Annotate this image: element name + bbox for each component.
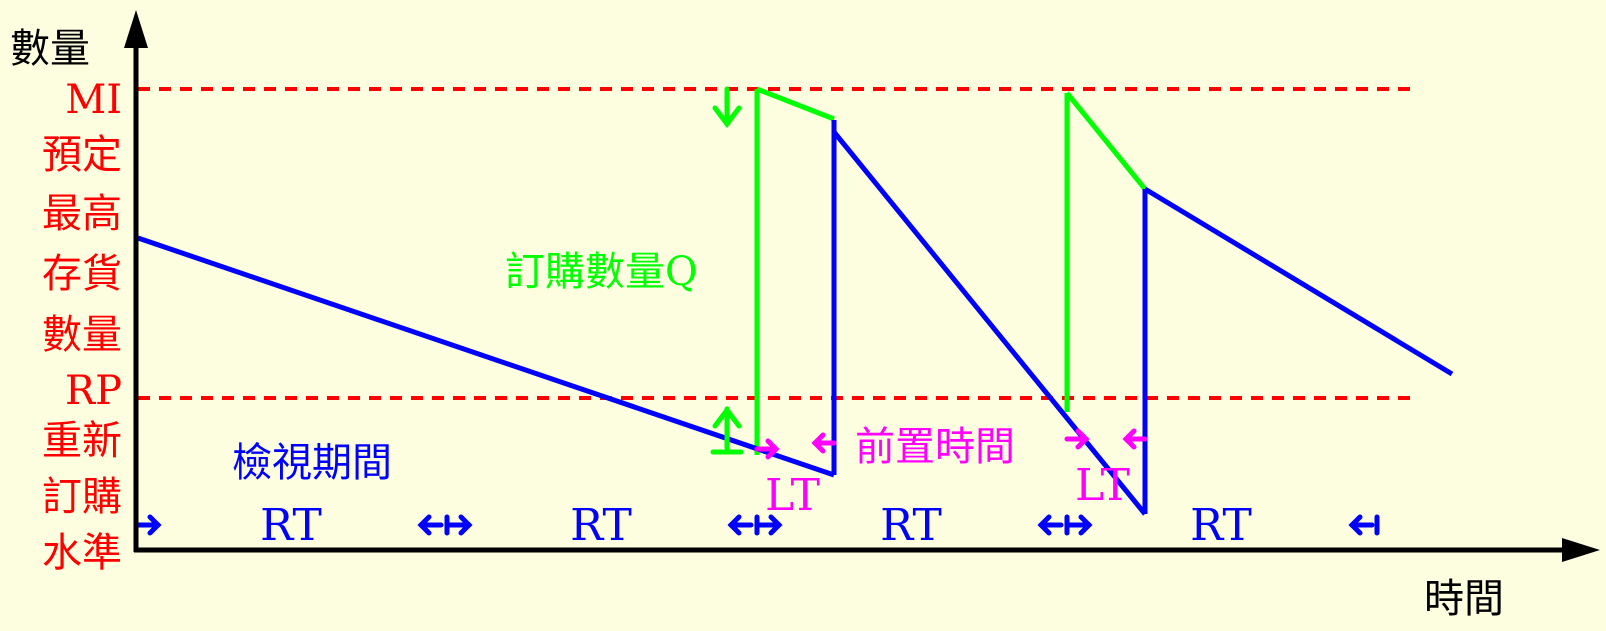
axes [124, 10, 1600, 562]
rt-label-1: RT [260, 500, 322, 551]
mi-line-1: 預定 [42, 132, 122, 178]
review-period-arrows [135, 514, 1380, 536]
y-axis-label: 數量 [10, 26, 90, 72]
lead-time-label: 前置時間 [855, 424, 1015, 470]
order-quantity-arrows [710, 86, 744, 455]
order-quantity-label: 訂購數量Q [505, 249, 698, 295]
rt-labels: RT RT RT RT [260, 500, 1252, 551]
order-quantity-lines [754, 86, 1147, 455]
mi-code: MI [65, 77, 122, 123]
lt-label-2: LT [1075, 460, 1130, 511]
rp-line-2: 訂購 [42, 474, 122, 520]
rp-code: RP [65, 368, 122, 414]
mi-line-3: 存貨 [42, 251, 122, 297]
lead-time-arrows [754, 428, 1148, 460]
rt-label-3: RT [880, 500, 942, 551]
rp-label-group: RP 重新 訂購 水準 [42, 368, 122, 576]
inventory-level-lines [137, 120, 1454, 516]
rp-line-3: 水準 [42, 530, 122, 576]
rt-label-4: RT [1190, 500, 1252, 551]
mi-label-group: MI 預定 最高 存貨 數量 [42, 77, 122, 358]
rt-label-2: RT [570, 500, 632, 551]
lt-label-1: LT [765, 470, 820, 521]
y-axis-arrowhead [124, 10, 148, 48]
review-period-label: 檢視期間 [232, 440, 392, 486]
x-axis-arrowhead [1562, 538, 1600, 562]
mi-line-2: 最高 [42, 191, 122, 237]
mi-line-4: 數量 [42, 312, 122, 358]
rp-line-1: 重新 [42, 418, 122, 464]
x-axis-label: 時間 [1424, 576, 1504, 622]
